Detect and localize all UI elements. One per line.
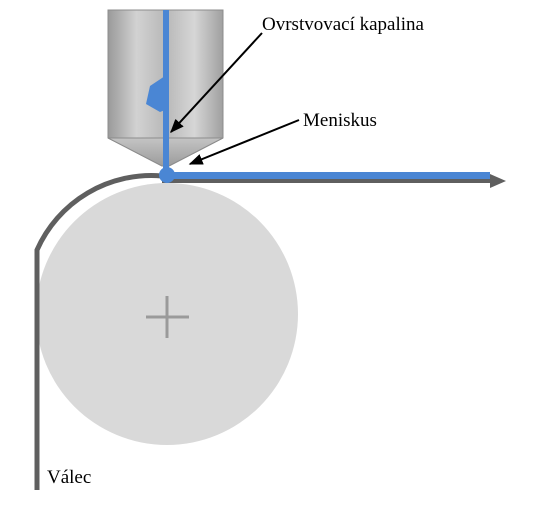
meniscus-label: Meniskus [303,110,377,131]
coating-fluid-label: Ovrstvovací kapalina [262,14,424,35]
meniscus-bead [159,167,175,183]
substrate-direction-arrow [490,174,506,188]
feed-slot-fluid [163,10,169,172]
die-cavity-fluid [146,76,165,112]
coating-fluid-leader [170,32,263,134]
meniscus-leader [188,119,300,165]
substrate-web [34,173,163,490]
coated-layer [168,172,490,179]
roller-center-mark [146,296,189,338]
roller-label: Válec [47,467,92,488]
